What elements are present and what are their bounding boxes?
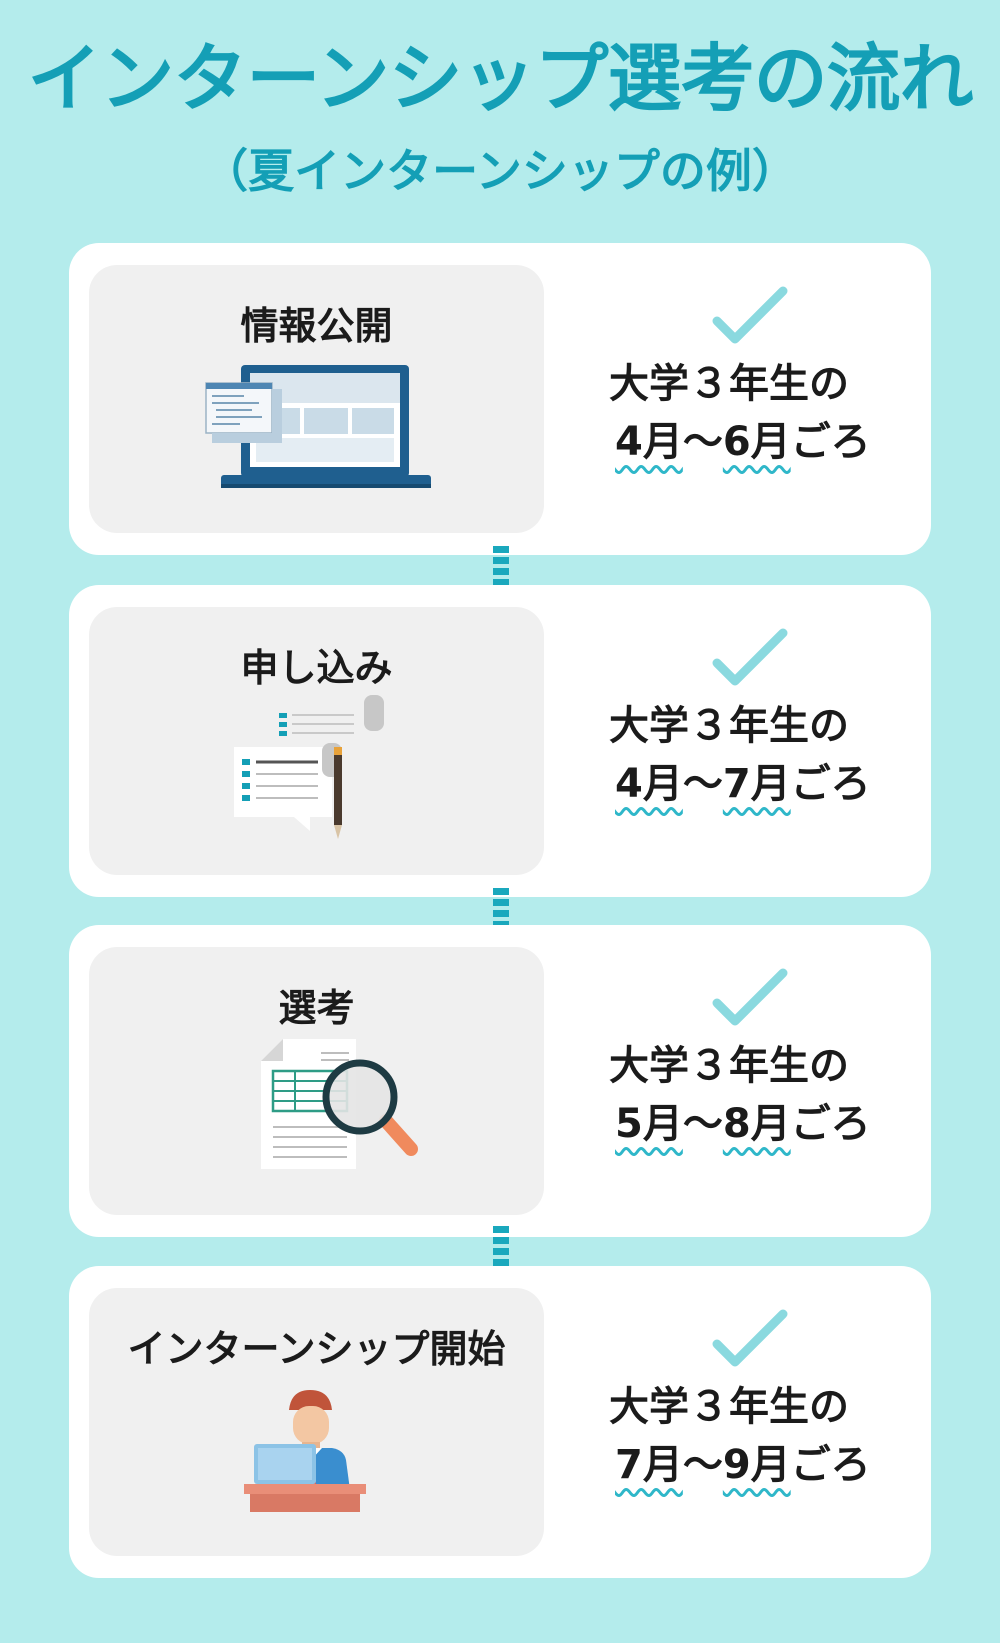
period-text: 大学３年生の 4月〜7月ごろ xyxy=(609,697,929,813)
step-card-info-release: 情報公開 大学３年生の 4月〜6月ごろ xyxy=(69,243,931,555)
step-label: 情報公開 xyxy=(240,304,393,348)
check-icon xyxy=(712,286,788,344)
period-sep: 〜 xyxy=(682,419,723,465)
period-prefix: 大学３年生の xyxy=(609,1384,849,1430)
period-prefix: 大学３年生の xyxy=(609,361,849,407)
period-start: 5月 xyxy=(615,1101,683,1147)
check-icon xyxy=(712,968,788,1026)
step-panel: 情報公開 xyxy=(89,265,544,533)
page-subtitle: （夏インターンシップの例） xyxy=(202,144,798,198)
period-start: 4月 xyxy=(615,761,683,807)
step-panel: 選考 xyxy=(89,947,544,1215)
check-icon xyxy=(712,628,788,686)
period-prefix: 大学３年生の xyxy=(609,1043,849,1089)
period-text: 大学３年生の 5月〜8月ごろ xyxy=(609,1037,929,1153)
period-end: 9月 xyxy=(722,1442,791,1488)
laptop-icon xyxy=(205,365,431,488)
step-panel: 申し込み xyxy=(89,607,544,875)
period-sep: 〜 xyxy=(682,1442,723,1488)
step-card-internship-start: インターンシップ開始 大学３年生の 7月〜9月ごろ xyxy=(69,1266,931,1578)
period-suffix: ごろ xyxy=(790,1442,871,1488)
period-range: 7月〜9月ごろ xyxy=(609,1436,929,1494)
check-icon xyxy=(712,1309,788,1367)
period-end: 7月 xyxy=(722,761,791,807)
application-form-icon xyxy=(234,695,384,839)
step-label: 選考 xyxy=(278,986,355,1030)
period-text: 大学３年生の 4月〜6月ごろ xyxy=(609,355,929,471)
period-range: 4月〜6月ごろ xyxy=(609,413,929,471)
period-suffix: ごろ xyxy=(790,419,871,465)
period-prefix: 大学３年生の xyxy=(609,703,849,749)
period-range: 5月〜8月ごろ xyxy=(609,1095,929,1153)
step-card-application: 申し込み 大学３年生の 4月〜7月ご xyxy=(69,585,931,897)
period-start: 4月 xyxy=(615,419,683,465)
period-suffix: ごろ xyxy=(790,1101,871,1147)
page-title: インターンシップ選考の流れ xyxy=(27,36,973,122)
period-text: 大学３年生の 7月〜9月ごろ xyxy=(609,1378,929,1494)
step-label: インターンシップ開始 xyxy=(127,1327,506,1371)
step-card-selection: 選考 大学３年生の 5月〜8月ごろ xyxy=(69,925,931,1237)
period-sep: 〜 xyxy=(682,761,723,807)
period-range: 4月〜7月ごろ xyxy=(609,755,929,813)
document-magnifier-icon xyxy=(261,1039,418,1169)
step-label: 申し込み xyxy=(240,646,393,690)
period-end: 8月 xyxy=(722,1101,791,1147)
period-sep: 〜 xyxy=(682,1101,723,1147)
period-end: 6月 xyxy=(722,419,791,465)
intern-at-desk-icon xyxy=(244,1390,366,1512)
period-start: 7月 xyxy=(615,1442,683,1488)
step-panel: インターンシップ開始 xyxy=(89,1288,544,1556)
period-suffix: ごろ xyxy=(790,761,871,807)
